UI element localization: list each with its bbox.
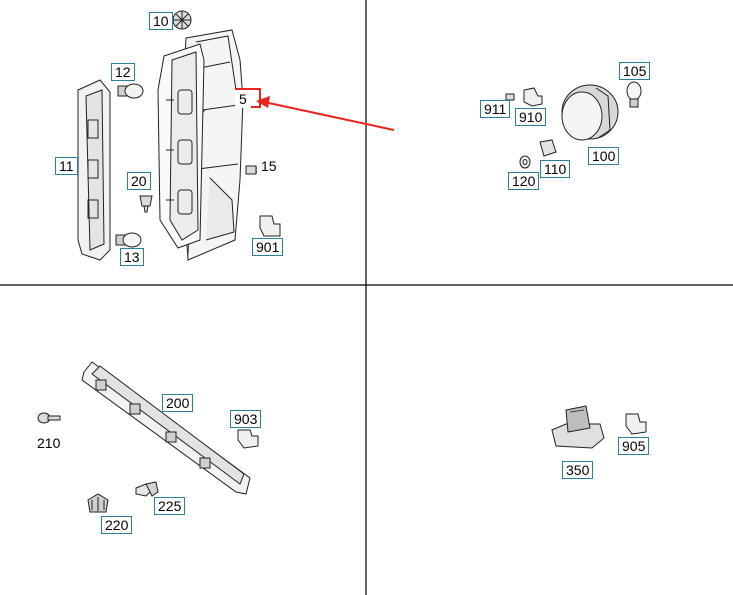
bulb-13 bbox=[115, 232, 142, 248]
label-350: 350 bbox=[562, 461, 594, 479]
connector-903 bbox=[237, 429, 259, 449]
label-13: 13 bbox=[120, 248, 144, 266]
screw-210 bbox=[37, 412, 61, 424]
bulb-105 bbox=[626, 81, 642, 108]
socket-350 bbox=[551, 405, 605, 449]
label-220: 220 bbox=[101, 516, 133, 534]
label-100: 100 bbox=[588, 147, 620, 165]
label-105: 105 bbox=[619, 62, 651, 80]
connector-910 bbox=[523, 87, 543, 107]
connector-901 bbox=[259, 215, 281, 237]
washer-120 bbox=[519, 155, 531, 169]
label-200: 200 bbox=[162, 394, 194, 412]
label-10: 10 bbox=[149, 12, 173, 30]
clip-20 bbox=[139, 195, 153, 213]
brake-light-200 bbox=[81, 361, 251, 495]
label-905: 905 bbox=[618, 437, 650, 455]
highlight-arrow bbox=[263, 101, 395, 131]
connector-905 bbox=[625, 413, 647, 435]
label-911: 911 bbox=[480, 100, 511, 118]
nut-110 bbox=[539, 139, 557, 157]
bulb-12 bbox=[117, 83, 144, 99]
lamp-carrier-plate bbox=[157, 43, 205, 249]
bulb-holder-11 bbox=[77, 79, 111, 261]
label-5: 5 bbox=[235, 90, 251, 108]
label-901: 901 bbox=[252, 238, 284, 256]
label-210: 210 bbox=[33, 434, 65, 452]
label-110: 110 bbox=[540, 160, 571, 178]
fog-lamp-100 bbox=[561, 84, 619, 141]
label-15: 15 bbox=[257, 157, 281, 175]
label-225: 225 bbox=[154, 497, 186, 515]
cap-10 bbox=[172, 10, 192, 30]
label-12: 12 bbox=[111, 63, 135, 81]
pin-911 bbox=[505, 93, 515, 101]
label-120: 120 bbox=[508, 172, 540, 190]
label-20: 20 bbox=[127, 172, 151, 190]
grommet-220 bbox=[87, 493, 109, 513]
highlight-arrowhead bbox=[256, 96, 270, 108]
label-903: 903 bbox=[230, 410, 262, 428]
label-11: 11 bbox=[55, 157, 78, 175]
pin-225 bbox=[135, 481, 159, 497]
label-910: 910 bbox=[515, 108, 547, 126]
